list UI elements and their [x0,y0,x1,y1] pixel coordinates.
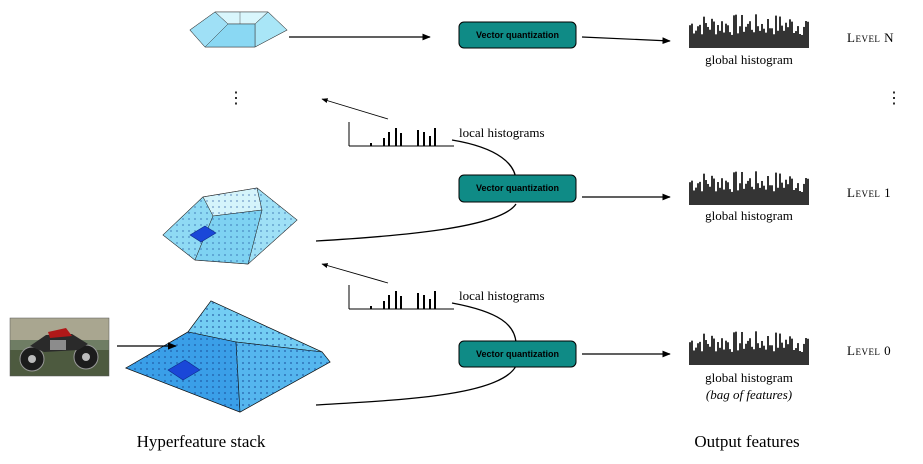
level-1-label: Level 1 [847,185,891,200]
vq-box-level-1: Vector quantization [458,174,577,203]
level-n-label: Level N [847,30,894,45]
global-histogram-level-n [689,14,809,48]
vq-label: Vector quantization [476,183,559,193]
caption-output-features: Output features [694,432,799,451]
level-0-label: Level 0 [847,343,891,358]
feature-patch [167,359,201,381]
global-histogram-label: global histogram [705,208,793,223]
motorcycle-photo [9,317,110,377]
global-histogram-level-1 [689,171,809,205]
vq-box-level-n: Vector quantization [458,21,577,49]
ellipsis-right: ⋮ [886,90,902,107]
local-histograms-label: local histograms [459,288,545,303]
global-histogram-label: global histogram [705,52,793,67]
global-histogram-label: global histogram [705,370,793,385]
local-histograms-label: local histograms [459,125,545,140]
vq-box-level-0: Vector quantization [458,340,577,368]
feature-patch [189,225,217,243]
local-histogram-upper [348,122,454,147]
caption-hyperfeature-stack: Hyperfeature stack [137,432,266,451]
local-histogram-lower [348,285,454,310]
vq-label: Vector quantization [476,349,559,359]
global-histogram-level-0 [689,331,809,365]
ellipsis-left: ⋮ [228,90,244,107]
pyramid-level-0 [125,300,331,413]
pyramid-level-1 [162,187,298,265]
vq-label: Vector quantization [476,30,559,40]
bag-of-features-label: (bag of features) [706,387,792,402]
pyramid-level-n [189,11,288,48]
